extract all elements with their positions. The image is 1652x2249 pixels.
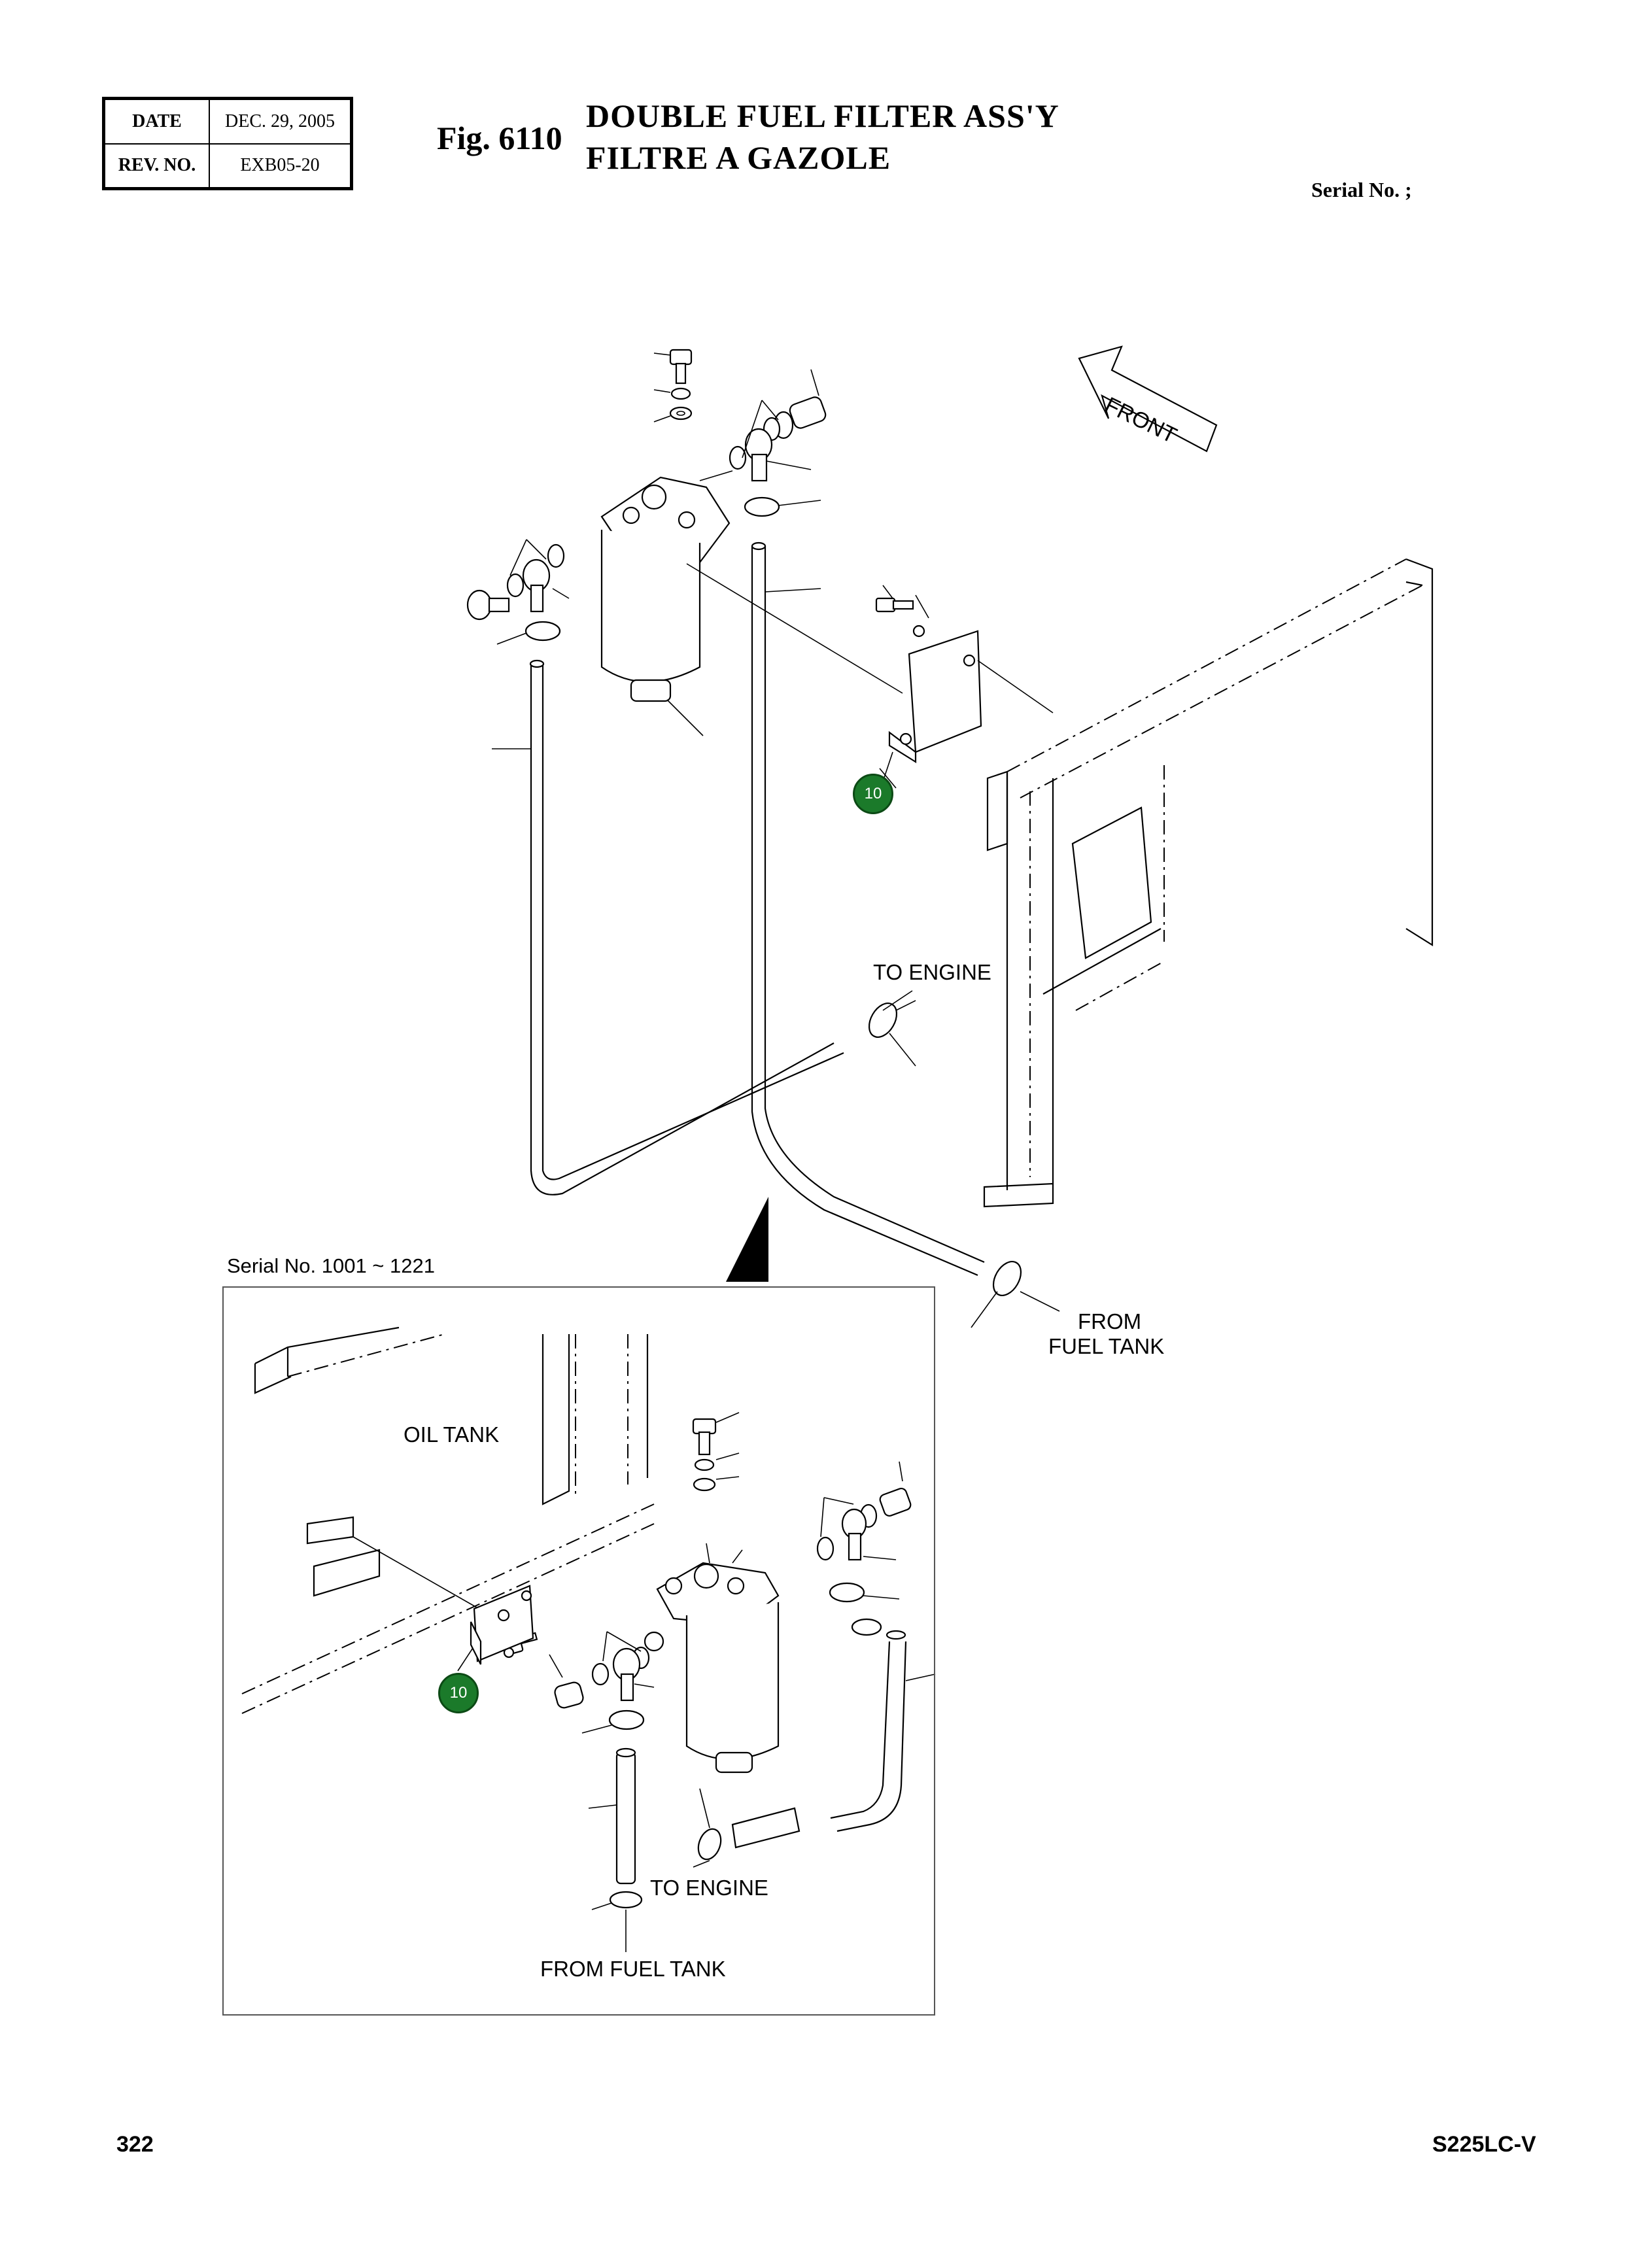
- figure-number: Fig. 6110: [437, 120, 562, 156]
- from-label: FROM: [1078, 1309, 1142, 1333]
- revision-table: DATE DEC. 29, 2005 REV. NO. EXB05-20: [102, 97, 353, 190]
- to-engine-leader: [895, 1000, 916, 1011]
- inset-banjo-left-icon: [457, 1585, 664, 1734]
- inset-filter-icon: [656, 1412, 780, 1774]
- filter-bracket-icon: [875, 585, 1054, 782]
- inset-to-engine-label: TO ENGINE: [650, 1876, 768, 1900]
- fuel-hose-icon: [492, 541, 1060, 1328]
- rev-label: REV. NO.: [105, 143, 209, 188]
- callout-leader: [879, 768, 897, 789]
- inset-hoses-icon: [588, 1618, 936, 1952]
- figure-title-en: DOUBLE FUEL FILTER ASS'Y: [586, 97, 1059, 134]
- inset-banjo-right-icon: [816, 1461, 912, 1603]
- front-arrow-icon: [1078, 345, 1218, 453]
- fuel-tank-label: FUEL TANK: [1048, 1334, 1165, 1358]
- serial-number: Serial No. ;: [1311, 178, 1412, 201]
- top-bolt-icon: [653, 349, 693, 422]
- fuel-filter-icon: [600, 470, 903, 736]
- page-number: 322: [116, 2132, 154, 2157]
- top-right-banjo-icon: [729, 369, 827, 517]
- to-engine-label: TO ENGINE: [873, 960, 991, 984]
- callout-badge-inset: 10: [438, 1673, 479, 1713]
- model-number: S225LC-V: [1432, 2132, 1536, 2157]
- inset-panel: [222, 1286, 935, 2016]
- oil-tank-label: OIL TANK: [404, 1422, 500, 1447]
- callout-badge-main: 10: [853, 774, 893, 814]
- inset-serial-label: Serial No. 1001 ~ 1221: [227, 1254, 435, 1277]
- date-value: DEC. 29, 2005: [209, 99, 351, 144]
- inset-arrow-icon: [726, 1197, 768, 1282]
- date-label: DATE: [105, 99, 209, 144]
- inset-from-fuel-tank-label: FROM FUEL TANK: [540, 1957, 726, 1981]
- figure-title-fr: FILTRE A GAZOLE: [586, 139, 891, 176]
- machine-frame-icon: [983, 558, 1434, 1208]
- rev-value: EXB05-20: [209, 143, 351, 188]
- left-banjo-icon: [466, 539, 570, 645]
- inset-oil-tank-icon: [241, 1326, 655, 1714]
